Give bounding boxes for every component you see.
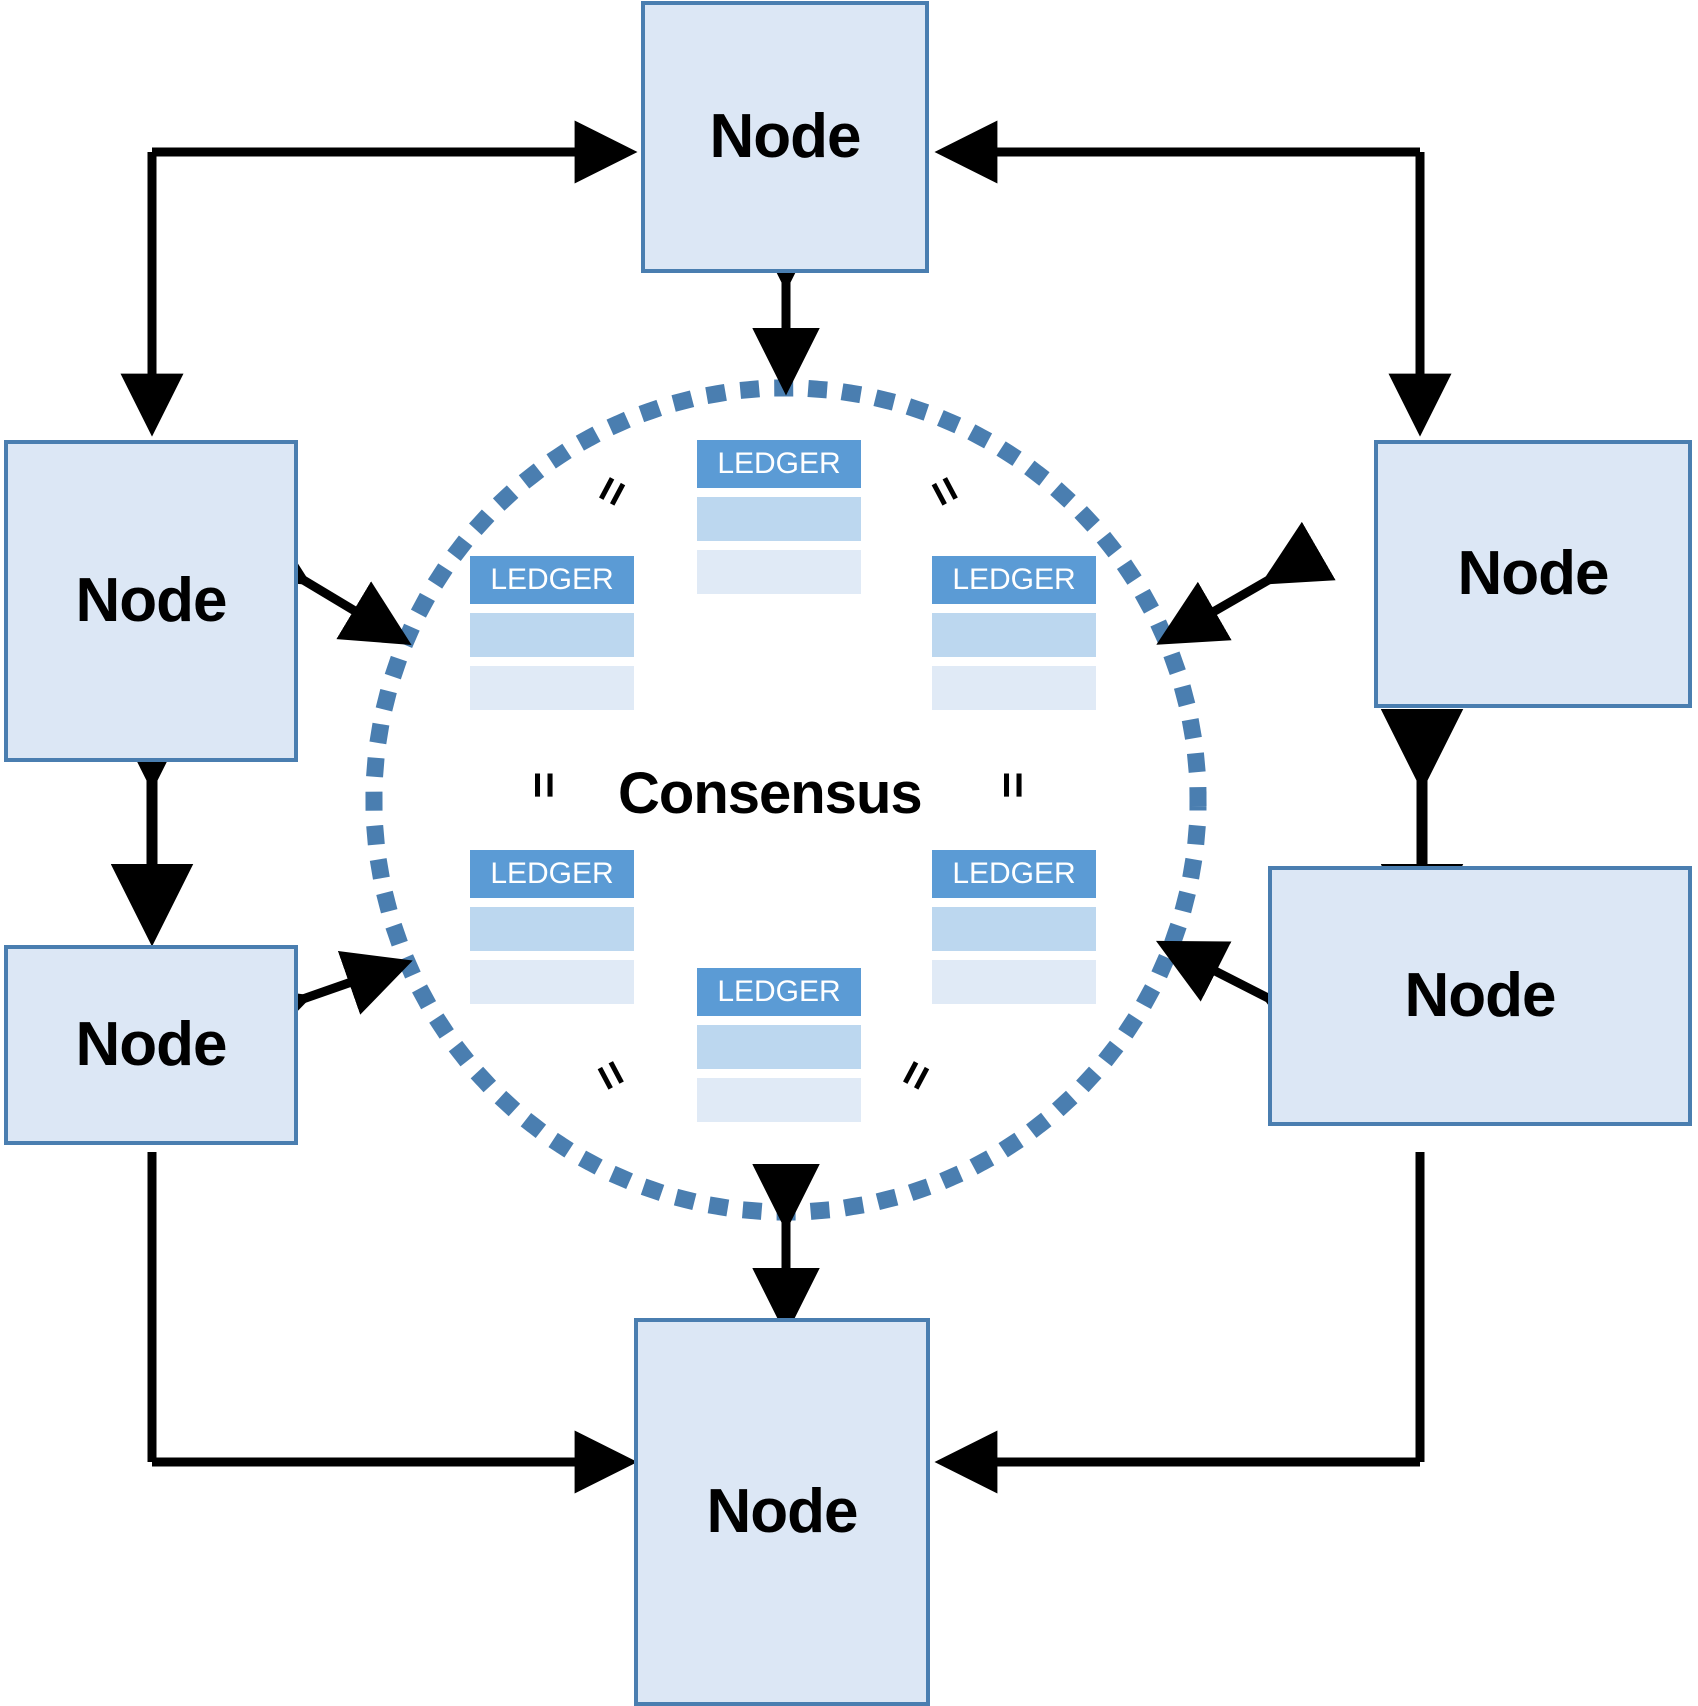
consensus-label: Consensus [618, 761, 923, 826]
node-left-upper-label: Node [75, 566, 228, 635]
ledger-bottom-header: LEDGER [697, 968, 861, 1016]
ledger-bottom[interactable]: LEDGER [697, 968, 861, 1122]
node-right-lower-label: Node [1404, 961, 1557, 1030]
node-top[interactable]: Node [641, 1, 929, 273]
ledger-left-lower-row-2 [470, 960, 634, 1004]
ledger-left-lower-header: LEDGER [470, 850, 634, 898]
ledger-left-lower-row-1 [470, 907, 634, 951]
ledger-left-lower[interactable]: LEDGER [470, 850, 634, 1004]
arrow-rightupper-to-consensus [1156, 521, 1336, 645]
ledger-right-lower[interactable]: LEDGER [932, 850, 1096, 1004]
node-right-upper-label: Node [1457, 539, 1610, 608]
node-top-label: Node [709, 102, 862, 171]
ledger-right-upper-header: LEDGER [932, 556, 1096, 604]
ledger-top-row-1 [697, 497, 861, 541]
ledger-right-lower-header: LEDGER [932, 850, 1096, 898]
node-bottom[interactable]: Node [634, 1318, 930, 1706]
equals-mark-top-right: = [916, 466, 975, 516]
ledger-right-lower-row-2 [932, 960, 1096, 1004]
node-bottom-label: Node [706, 1477, 859, 1546]
arrow-leftlower-to-consensus [237, 950, 413, 1050]
ledger-top-header: LEDGER [697, 440, 861, 488]
arrow-leftupper-to-consensus [236, 521, 412, 645]
ledger-top-row-2 [697, 550, 861, 594]
ledger-left-upper-row-2 [470, 666, 634, 710]
arrow-rightlower-to-consensus [1155, 940, 1336, 1055]
ledger-bottom-row-1 [697, 1025, 861, 1069]
node-left-upper[interactable]: Node [4, 440, 298, 762]
ledger-right-lower-row-1 [932, 907, 1096, 951]
equals-mark-mid-left: = [518, 771, 571, 799]
ledger-left-upper-header: LEDGER [470, 556, 634, 604]
ledger-right-upper-row-2 [932, 666, 1096, 710]
node-left-lower[interactable]: Node [4, 945, 298, 1145]
node-left-lower-label: Node [75, 1010, 228, 1079]
equals-mark-bottom-right: = [886, 1050, 945, 1100]
node-right-lower[interactable]: Node [1268, 866, 1692, 1126]
ledger-left-upper[interactable]: LEDGER [470, 556, 634, 710]
equals-mark-top-left: = [582, 466, 641, 516]
ledger-bottom-row-2 [697, 1078, 861, 1122]
equals-mark-bottom-left: = [582, 1050, 641, 1100]
ledger-right-upper[interactable]: LEDGER [932, 556, 1096, 710]
ledger-top[interactable]: LEDGER [697, 440, 861, 594]
equals-mark-mid-right: = [987, 771, 1040, 799]
ledger-left-upper-row-1 [470, 613, 634, 657]
node-right-upper[interactable]: Node [1374, 440, 1692, 708]
ledger-right-upper-row-1 [932, 613, 1096, 657]
